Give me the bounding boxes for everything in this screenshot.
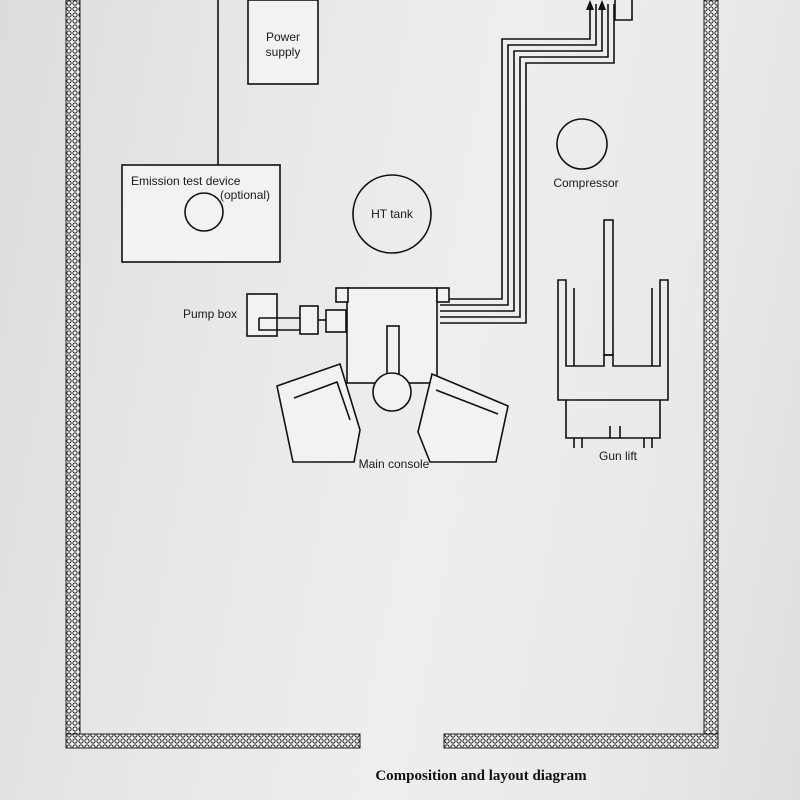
gun-lift [557,219,669,448]
pump-box [246,293,347,337]
arrow-icon [586,0,594,10]
right-wall [703,0,719,749]
power-supply [217,0,319,165]
label-main-console: Main console [359,457,430,471]
label-power-supply-2: supply [266,45,301,59]
label-pump-box: Pump box [183,307,237,321]
label-emission-optional: (optional) [220,188,270,202]
label-ht-tank: HT tank [371,207,414,221]
arrow-icon [598,0,606,10]
bottom-wall-left [65,733,361,749]
main-console [276,287,509,463]
diagram-caption: Composition and layout diagram [375,768,587,784]
label-power-supply-1: Power [266,30,300,44]
cable-bundle [440,0,633,324]
label-compressor: Compressor [553,176,618,190]
label-emission-test-device: Emission test device [131,174,241,188]
ht-tank [352,174,432,254]
label-gun-lift: Gun lift [599,449,638,463]
bottom-wall-right [443,733,719,749]
emission-test-device [121,164,281,263]
left-wall [65,0,81,749]
compressor [556,118,608,170]
room-walls [65,0,719,749]
